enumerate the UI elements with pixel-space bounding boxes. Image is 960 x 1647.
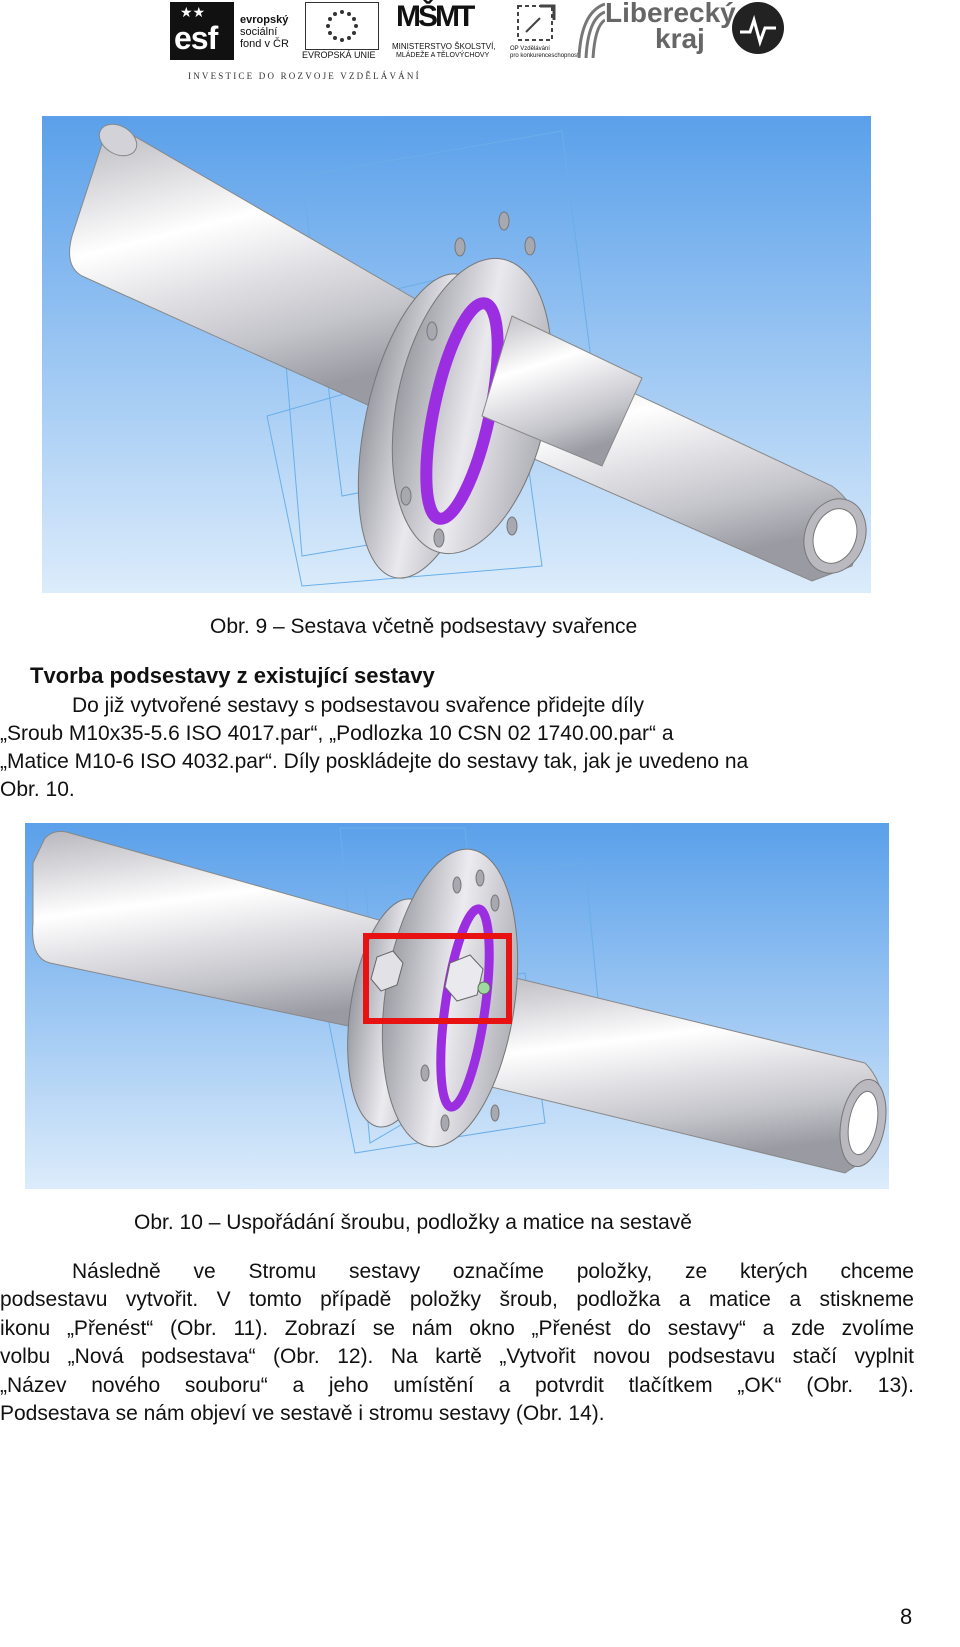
page-number: 8 [900, 1604, 913, 1629]
msmt-text-line: MINISTERSTVO ŠKOLSTVÍ, [392, 42, 496, 51]
op-logo: OP Vzdělávání pro konkurenceschopnost [510, 2, 579, 64]
paragraph-line: Do již vytvořené sestavy s podsestavou s… [72, 694, 644, 717]
msmt-mark: MŠMT [396, 0, 475, 33]
body-paragraph: Následně ve Stromu sestavy označíme polo… [0, 1258, 914, 1428]
paragraph-line: volbu „Nová podsestava“ (Obr. 12). Na ka… [0, 1345, 914, 1369]
op-text-line: pro konkurenceschopnost [510, 53, 579, 59]
assembly-render-image [42, 116, 871, 593]
esf-text-line: sociální [240, 26, 278, 38]
region-logo: Liberecký kraj [575, 0, 790, 62]
paragraph-line: podsestavu vytvořit. V tomto případě pol… [0, 1288, 914, 1312]
paragraph-line: „Matice M10-6 ISO 4032.par“. Díly posklá… [0, 750, 749, 773]
eu-stars-icon [326, 10, 358, 42]
paragraph-line: Obr. 10. [0, 778, 75, 801]
paragraph-line: „Název nového souboru“ a jeho umístění a… [0, 1373, 914, 1397]
figure-bolt-washer-nut-arrangement [25, 823, 889, 1189]
esf-logo: ★★ esf [170, 2, 234, 60]
esf-text: evropský sociální fond v ČR [240, 14, 289, 50]
intro-paragraph: Do již vytvořené sestavy s podsestavou s… [0, 692, 900, 804]
paragraph-line: ikonu „Přenést“ (Obr. 11). Zobrazí se ná… [0, 1316, 914, 1340]
esf-text-line: fond v ČR [240, 38, 289, 50]
eu-flag-logo [305, 2, 379, 50]
paragraph-line: „Sroub M10x35-5.6 ISO 4017.par“, „Podloz… [0, 722, 674, 745]
assembly-render-image [25, 823, 889, 1189]
esf-mark: esf [174, 20, 218, 56]
region-stripes-icon [577, 2, 605, 58]
section-heading: Tvorba podsestavy z existující sestavy [30, 663, 435, 688]
band-caption: INVESTICE DO ROZVOJE VZDĚLÁVÁNÍ [188, 71, 421, 81]
op-mark-icon [517, 4, 556, 41]
region-text-line: kraj [655, 23, 705, 54]
figure-assembly-with-subassembly [42, 116, 871, 593]
figure-caption: Obr. 10 – Uspořádání šroubu, podložky a … [134, 1211, 692, 1234]
op-text-line: OP Vzdělávání [510, 46, 550, 52]
header-logo-band: ★★ esf evropský sociální fond v ČR EVROP… [160, 0, 820, 90]
figure-caption: Obr. 9 – Sestava včetně podsestavy svaře… [210, 615, 638, 638]
msmt-logo: MŠMT MINISTERSTVO ŠKOLSTVÍ, MLÁDEŽE A TĚ… [392, 0, 496, 62]
star-icon: ★★ [180, 4, 206, 20]
region-text-line: Liberecký [605, 0, 736, 28]
esf-text-line: evropský [240, 14, 289, 26]
highlight-box [363, 933, 512, 1024]
paragraph-line: Následně ve Stromu sestavy označíme polo… [72, 1260, 914, 1283]
paragraph-line: Podsestava se nám objeví ve sestavě i st… [0, 1402, 605, 1426]
msmt-text-line: MLÁDEŽE A TĚLOVÝCHOVY [396, 52, 490, 59]
region-emblem-icon [732, 2, 784, 54]
eu-text: EVROPSKÁ UNIE [302, 50, 376, 60]
